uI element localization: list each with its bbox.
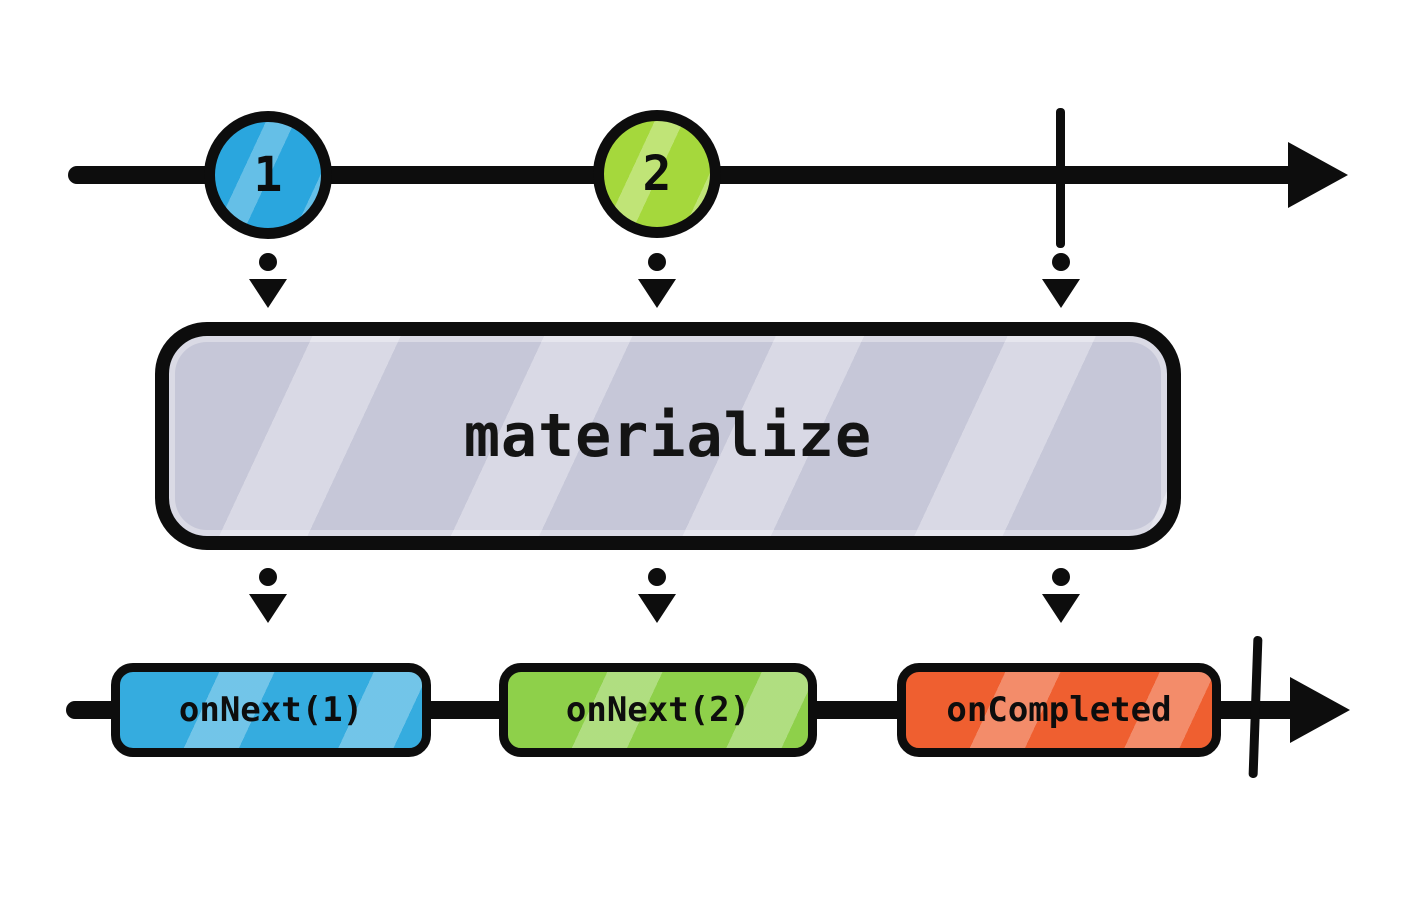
event-onnext-2: onNext(2) xyxy=(499,663,817,757)
marble-2: 2 xyxy=(593,110,721,238)
marble-1: 1 xyxy=(204,111,332,239)
event-onnext-1-label: onNext(1) xyxy=(178,690,364,730)
output-timeline-arrowhead-icon xyxy=(1290,677,1350,743)
down-arrow-icon xyxy=(638,253,676,308)
down-arrow-icon xyxy=(1042,568,1080,623)
arrows-out-of-operator xyxy=(249,568,1080,623)
output-completion-tick xyxy=(1248,636,1263,778)
event-onnext-2-label: onNext(2) xyxy=(565,690,751,730)
down-arrow-icon xyxy=(638,568,676,623)
operator-label: materialize xyxy=(463,401,873,471)
down-arrow-icon xyxy=(1042,253,1080,308)
event-onnext-1: onNext(1) xyxy=(111,663,431,757)
operator-box: materialize xyxy=(155,322,1181,550)
marble-1-label: 1 xyxy=(253,147,283,203)
down-arrow-icon xyxy=(249,253,287,308)
source-timeline-arrowhead-icon xyxy=(1288,142,1348,208)
down-arrow-icon xyxy=(249,568,287,623)
event-oncompleted: onCompleted xyxy=(897,663,1221,757)
arrows-into-operator xyxy=(249,253,1080,308)
source-completion-tick xyxy=(1056,108,1065,248)
event-oncompleted-label: onCompleted xyxy=(946,690,1172,730)
marble-2-label: 2 xyxy=(642,146,672,202)
